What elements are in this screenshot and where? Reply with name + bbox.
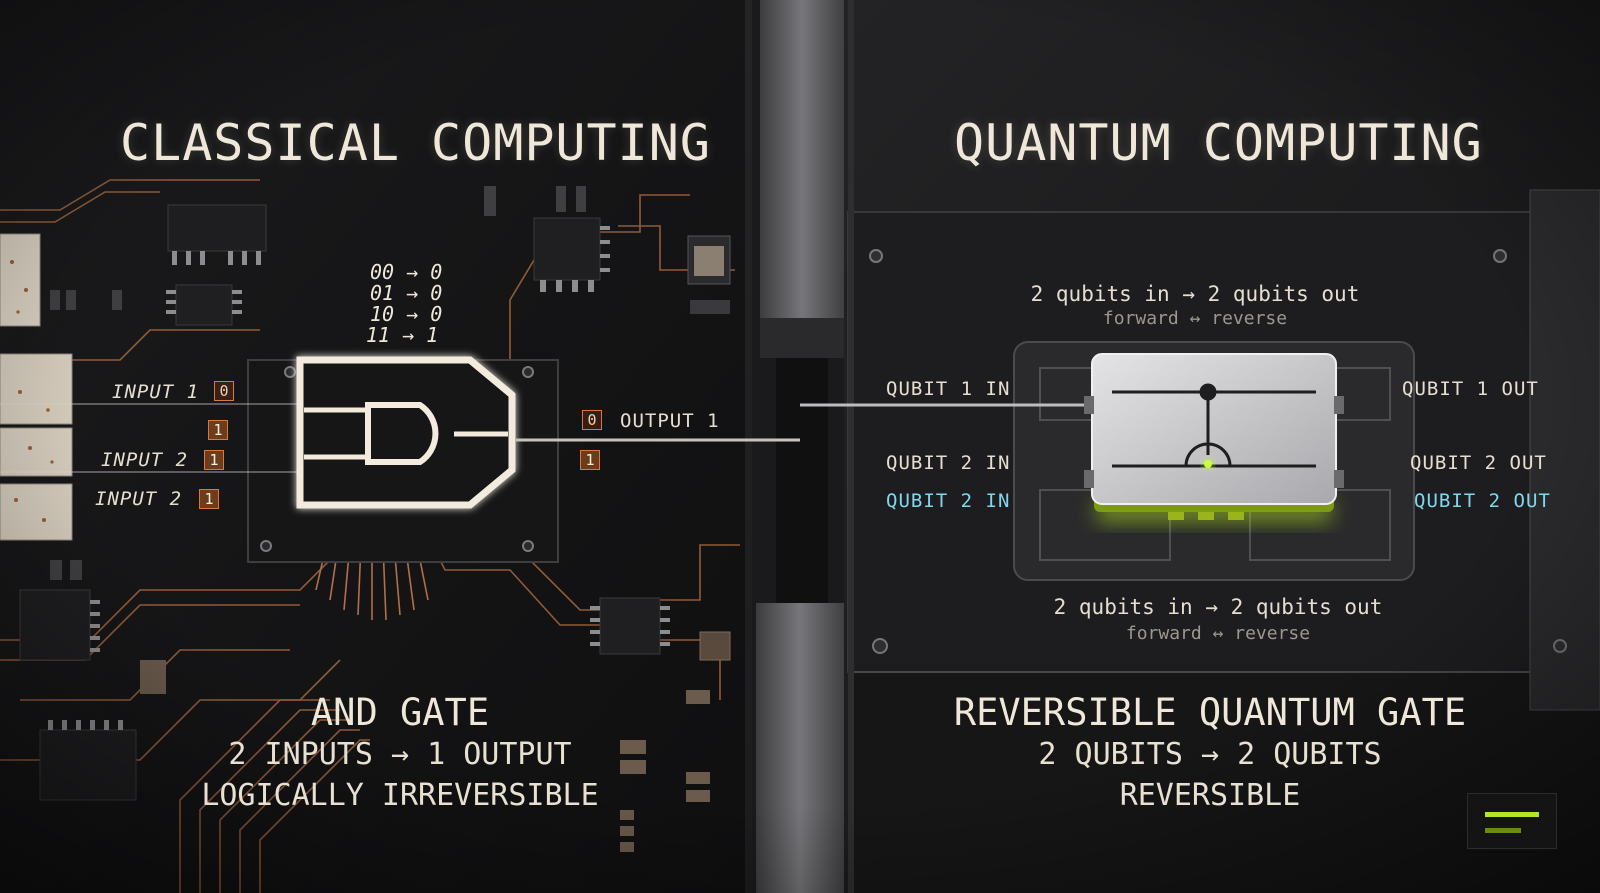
brand-logo-icon [1467, 793, 1557, 849]
input-2b-label: INPUT 2 [95, 488, 183, 510]
quantum-note-top: 2 qubits in → 2 qubits out [1030, 282, 1360, 306]
logo-bar-top [1485, 812, 1539, 817]
truth-row-11: 11 → 1 [366, 323, 439, 347]
qubit-2-out-label-alt: QUBIT 2 OUT [1414, 490, 1551, 512]
quantum-gate-caption: REVERSIBLE QUANTUM GATE [953, 691, 1467, 734]
quantum-title: QUANTUM COMPUTING [954, 114, 1483, 172]
output-bit: 0 [582, 410, 602, 430]
qubit-1-in-label: QUBIT 1 IN [886, 378, 1011, 400]
quantum-note-bottom-sub: forward ↔ reverse [1125, 623, 1311, 644]
quantum-note-bottom: 2 qubits in → 2 qubits out [1053, 595, 1383, 619]
input-2b-bit: 1 [199, 489, 219, 509]
extra-bit: 1 [208, 420, 228, 440]
qubit-2-in-label: QUBIT 2 IN [886, 452, 1011, 474]
quantum-gate-io: 2 QUBITS → 2 QUBITS [1038, 737, 1382, 772]
quantum-gate-property: REVERSIBLE [1119, 778, 1301, 813]
input-1-bit: 0 [214, 381, 234, 401]
input-1-label: INPUT 1 [112, 381, 200, 403]
classical-title: CLASSICAL COMPUTING [120, 114, 711, 172]
qubit-2-in-label-alt: QUBIT 2 IN [886, 490, 1011, 512]
truth-row-00: 00 → 0 [370, 260, 443, 284]
qubit-1-out-label: QUBIT 1 OUT [1402, 378, 1539, 400]
truth-row-01: 01 → 0 [370, 281, 443, 305]
qubit-2-out-label: QUBIT 2 OUT [1410, 452, 1547, 474]
and-gate-property: LOGICALLY IRREVERSIBLE [201, 778, 599, 813]
input-2-bit: 1 [204, 450, 224, 470]
logo-bar-bottom [1485, 828, 1521, 833]
truth-row-10: 10 → 0 [370, 302, 443, 326]
quantum-note-top-sub: forward ↔ reverse [1102, 308, 1288, 329]
and-gate-caption: AND GATE [310, 691, 490, 734]
output-bit-2: 1 [580, 450, 600, 470]
and-gate-io: 2 INPUTS → 1 OUTPUT [228, 737, 572, 772]
input-2-label: INPUT 2 [101, 449, 189, 471]
output-1-label: OUTPUT 1 [620, 410, 720, 432]
